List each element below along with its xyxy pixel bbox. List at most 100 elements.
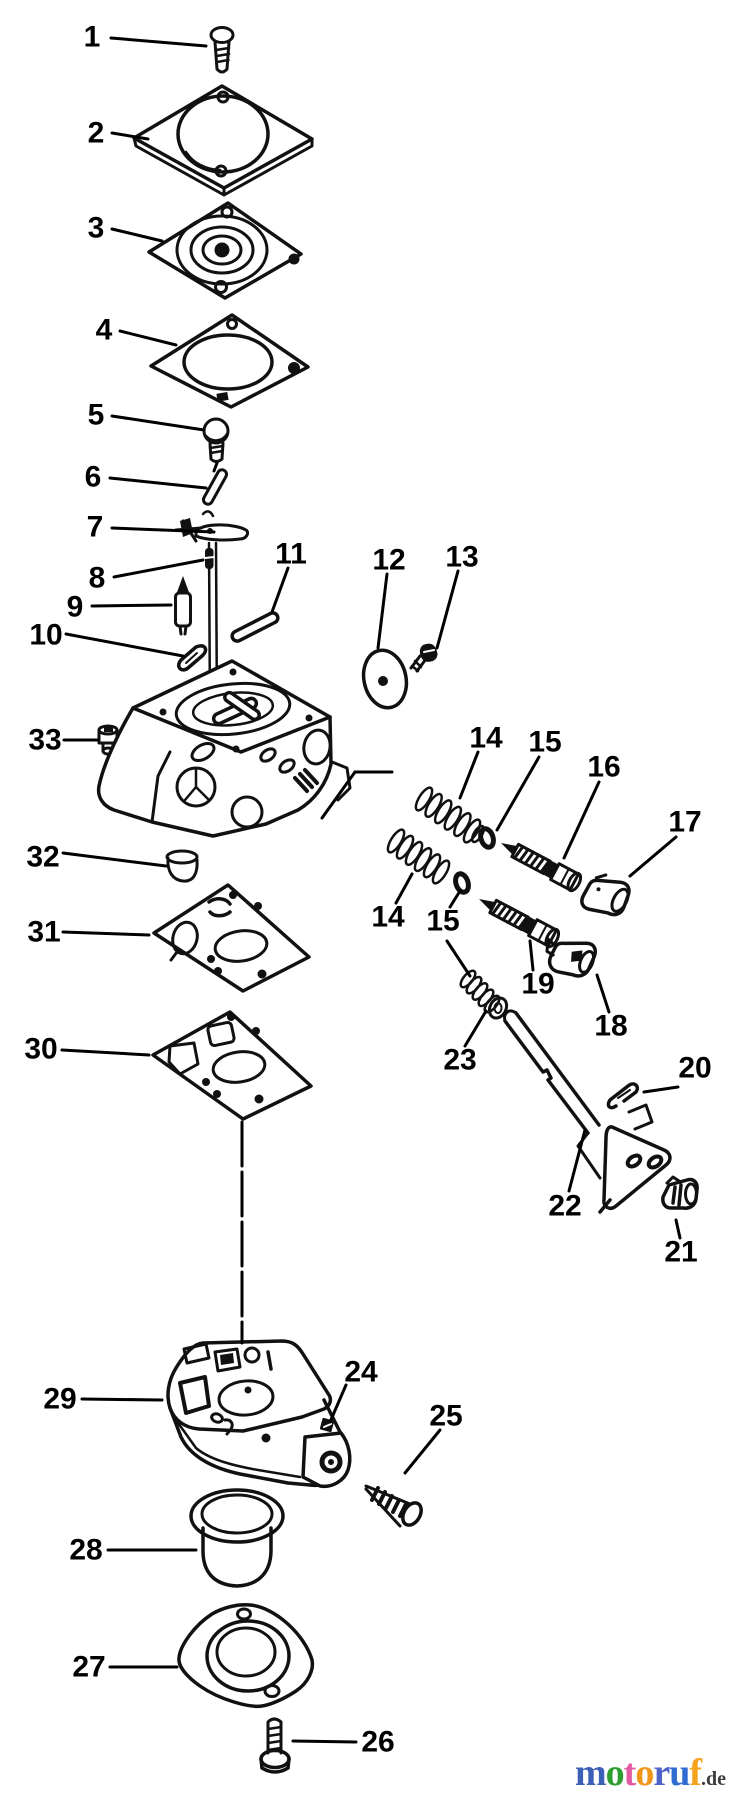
leader-line-30 bbox=[60, 1048, 151, 1057]
leader-line-9 bbox=[90, 603, 173, 608]
connector-line bbox=[212, 461, 219, 473]
part-label-19: 19 bbox=[521, 968, 554, 1001]
part-label-1: 1 bbox=[84, 21, 101, 54]
part-label-23: 23 bbox=[443, 1044, 476, 1077]
part-32-cup bbox=[165, 849, 199, 883]
part-label-26: 26 bbox=[361, 1726, 394, 1759]
leader-line-29 bbox=[80, 1397, 164, 1402]
part-12-throttle-disc bbox=[361, 648, 409, 710]
part-14-spring-top bbox=[414, 786, 486, 844]
watermark-letter: o bbox=[635, 1752, 654, 1794]
part-17-limiter-cap bbox=[580, 873, 631, 917]
leader-line-2 bbox=[110, 131, 150, 141]
part-label-20: 20 bbox=[678, 1052, 711, 1085]
leader-line-4 bbox=[118, 329, 178, 347]
part-label-15: 15 bbox=[426, 905, 459, 938]
part-label-16: 16 bbox=[587, 751, 620, 784]
part-15-washer-bottom bbox=[453, 871, 471, 895]
part-label-29: 29 bbox=[43, 1383, 76, 1416]
leader-line-19 bbox=[528, 939, 535, 972]
leader-lines-layer bbox=[60, 36, 682, 1744]
part-23-idle-spring bbox=[459, 969, 509, 1020]
part-8-pin bbox=[204, 548, 215, 569]
part-18-limiter-cap bbox=[545, 937, 598, 978]
part-14-spring-bottom bbox=[386, 828, 451, 885]
leader-line-6 bbox=[108, 476, 208, 490]
leader-line-21 bbox=[674, 1218, 682, 1240]
part-9-inlet-needle bbox=[174, 576, 192, 636]
part-25-mounting-screw bbox=[364, 1484, 423, 1528]
leader-line-5 bbox=[110, 414, 206, 432]
part-22-throttle-shaft-assembly bbox=[503, 1009, 672, 1214]
part-label-14: 14 bbox=[371, 901, 405, 934]
part-label-8: 8 bbox=[89, 562, 106, 595]
connector-line bbox=[320, 770, 357, 820]
watermark-letter: t bbox=[623, 1752, 637, 1794]
part-21-cap bbox=[661, 1175, 699, 1210]
connector-line bbox=[445, 939, 472, 978]
part-6-pivot-pin bbox=[201, 468, 229, 506]
leader-line-8 bbox=[112, 558, 205, 579]
part-label-31: 31 bbox=[27, 916, 60, 949]
leader-line-32 bbox=[61, 851, 168, 868]
part-label-15: 15 bbox=[528, 726, 561, 759]
part-4-gasket bbox=[149, 313, 310, 409]
watermark-letter: u bbox=[669, 1752, 690, 1794]
part-label-12: 12 bbox=[372, 544, 405, 577]
part-label-28: 28 bbox=[69, 1534, 102, 1567]
part-13-disc-screw bbox=[409, 643, 438, 673]
part-label-33: 33 bbox=[28, 724, 61, 757]
leader-line-13 bbox=[435, 569, 460, 650]
part-20-clip bbox=[606, 1082, 640, 1110]
leader-line-22 bbox=[567, 1128, 587, 1193]
leader-line-24 bbox=[328, 1383, 348, 1424]
part-7-metering-lever bbox=[174, 510, 250, 543]
leader-line-14 bbox=[458, 750, 480, 800]
part-label-10: 10 bbox=[29, 619, 62, 652]
leader-line-7 bbox=[110, 526, 216, 534]
part-29-pump-body bbox=[166, 1339, 352, 1489]
part-28-primer-base bbox=[189, 1488, 285, 1588]
part-label-21: 21 bbox=[664, 1236, 697, 1269]
part-16-needle-screw bbox=[501, 842, 583, 893]
watermark-letter: f bbox=[689, 1752, 702, 1794]
part-label-2: 2 bbox=[88, 117, 105, 150]
leader-line-23 bbox=[463, 1009, 488, 1048]
leader-line-31 bbox=[61, 930, 151, 937]
part-30-diaphragm bbox=[151, 1010, 313, 1121]
part-10-clip bbox=[176, 644, 208, 672]
part-11-rod bbox=[230, 611, 280, 643]
part-label-11: 11 bbox=[275, 538, 307, 571]
part-label-3: 3 bbox=[88, 212, 105, 245]
leader-line-15 bbox=[448, 889, 462, 909]
leader-line-17 bbox=[628, 835, 678, 878]
part-label-32: 32 bbox=[26, 841, 59, 874]
part-label-6: 6 bbox=[85, 461, 102, 494]
part-label-13: 13 bbox=[445, 541, 478, 574]
leader-line-15 bbox=[495, 755, 541, 832]
part-27-flange-gasket bbox=[177, 1603, 315, 1709]
part-label-24: 24 bbox=[344, 1356, 378, 1389]
leader-line-10 bbox=[64, 632, 185, 658]
leader-line-1 bbox=[109, 36, 208, 48]
part-3-diaphragm bbox=[147, 201, 303, 300]
part-31-gasket bbox=[152, 883, 311, 993]
part-carburetor-body bbox=[96, 659, 352, 838]
part-label-7: 7 bbox=[87, 511, 104, 544]
watermark-letter: o bbox=[605, 1752, 625, 1794]
leader-line-12 bbox=[376, 572, 389, 650]
watermark-logo[interactable]: motoruf.de bbox=[575, 1754, 726, 1792]
part-label-17: 17 bbox=[668, 806, 701, 839]
part-label-22: 22 bbox=[548, 1190, 581, 1223]
part-label-14: 14 bbox=[469, 722, 503, 755]
leader-line-11 bbox=[270, 566, 290, 614]
part-label-18: 18 bbox=[594, 1010, 627, 1043]
part-label-4: 4 bbox=[96, 314, 113, 347]
part-label-9: 9 bbox=[67, 591, 84, 624]
part-19-needle-screw bbox=[479, 898, 561, 949]
part-15-washer-top bbox=[478, 826, 496, 850]
leader-line-16 bbox=[562, 780, 601, 860]
watermark-suffix: .de bbox=[701, 1768, 726, 1790]
